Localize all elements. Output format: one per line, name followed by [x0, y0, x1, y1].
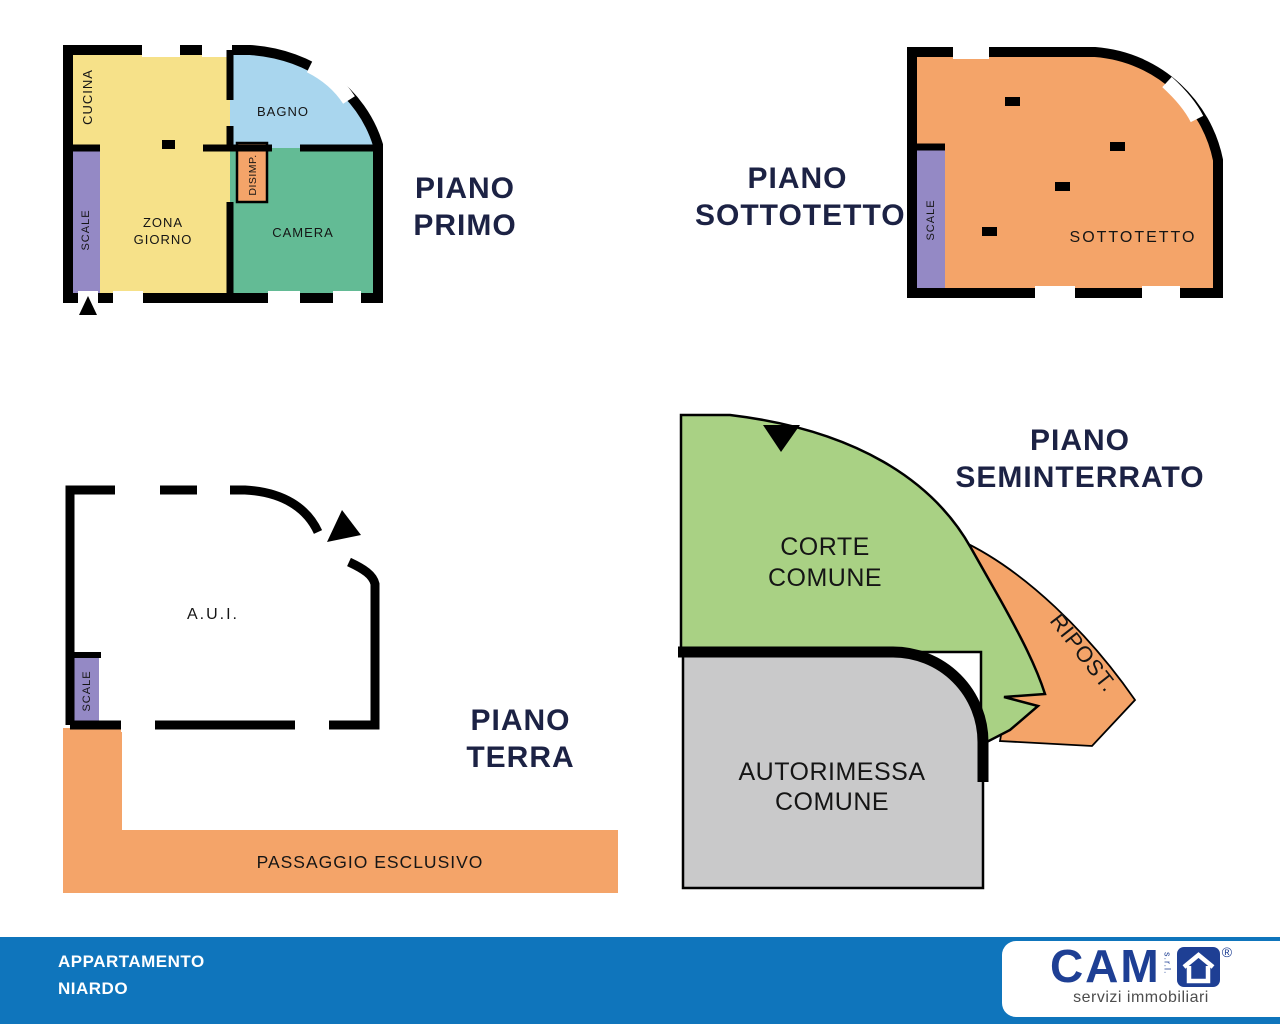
- title-piano-sottotetto: PIANO SOTTOTETTO: [695, 162, 906, 232]
- label-scale: SCALE: [81, 670, 93, 711]
- agency-logo-panel: CAM s.r.l. ® servizi immobiliari: [1002, 941, 1280, 1017]
- window-gap: [295, 718, 329, 732]
- room-scale: [70, 148, 100, 298]
- window-gap: [121, 718, 155, 732]
- window-gap: [1035, 286, 1075, 300]
- entrance-arrow-icon: [327, 510, 361, 542]
- title-piano-primo: PIANO PRIMO: [413, 172, 517, 242]
- garage-thick-wall: [678, 646, 989, 782]
- logo-cam-text: CAM: [1049, 940, 1161, 992]
- structural-pillar: [1110, 142, 1125, 151]
- registered-mark: ®: [1221, 944, 1233, 960]
- label-scale: SCALE: [80, 209, 92, 250]
- label-autorimessa-2: COMUNE: [775, 788, 889, 816]
- window-gap: [113, 291, 143, 305]
- entrance-marker-icon: [763, 425, 800, 452]
- window-gap: [333, 291, 361, 305]
- label-zona-giorno-2: GIORNO: [134, 232, 193, 247]
- floorplan-piano-sottotetto: SOTTOTETTO SCALE: [907, 45, 1223, 300]
- listing-caption: APPARTAMENTO NIARDO: [58, 948, 205, 1002]
- logo-tagline: servizi immobiliari: [1073, 989, 1209, 1006]
- label-passaggio: PASSAGGIO ESCLUSIVO: [257, 852, 484, 872]
- interior-walls: [66, 50, 378, 298]
- property-type: APPARTAMENTO: [58, 952, 205, 971]
- footer-bar: APPARTAMENTO NIARDO CAM s.r.l. ® servizi…: [0, 937, 1280, 1024]
- window-gap: [1162, 76, 1204, 123]
- window-gap: [1142, 286, 1180, 300]
- label-disimpegno: DISIMP.: [247, 154, 259, 195]
- floorplan-piano-terra: A.U.I. SCALE PASSAGGIO ESCLUSIVO: [63, 483, 618, 893]
- structural-pillar: [982, 227, 997, 236]
- label-bagno: BAGNO: [257, 104, 309, 119]
- title-piano-seminterrato: PIANO SEMINTERRATO: [955, 424, 1205, 494]
- label-corte-2: COMUNE: [768, 564, 882, 592]
- floorplan-piano-seminterrato: CORTE COMUNE AUTORIMESSA COMUNE RIPOST.: [678, 413, 1137, 890]
- window-gap: [142, 43, 180, 57]
- structural-pillar: [1005, 97, 1020, 106]
- label-zona-giorno-1: ZONA: [143, 215, 183, 230]
- label-sottotetto: SOTTOTETTO: [1070, 229, 1197, 246]
- window-gap: [115, 483, 160, 497]
- room-disimpegno: [235, 141, 269, 204]
- window-gap: [268, 291, 300, 305]
- structural-pillar: [1055, 182, 1070, 191]
- label-camera: CAMERA: [272, 225, 334, 240]
- window-gap: [953, 45, 989, 59]
- label-cucina: CUCINA: [80, 69, 95, 125]
- property-location: NIARDO: [58, 979, 129, 998]
- passaggio-esclusivo: [63, 728, 618, 893]
- window-gap: [202, 43, 232, 57]
- north-arrow-icon: [79, 296, 97, 315]
- label-autorimessa-1: AUTORIMESSA: [738, 758, 925, 786]
- window-gap: [306, 59, 355, 104]
- outer-wall: [65, 485, 323, 725]
- window-gap: [197, 483, 230, 497]
- corte-comune-area: [679, 413, 1047, 748]
- label-aui: A.U.I.: [187, 606, 239, 623]
- room-bagno: [230, 50, 378, 148]
- label-scale: SCALE: [925, 199, 937, 240]
- room-scale: [72, 658, 99, 721]
- floorplan-piano-primo: CUCINA BAGNO DISIMP. ZONA GIORNO CAMERA …: [63, 43, 383, 315]
- title-piano-terra: PIANO TERRA: [466, 704, 575, 774]
- label-corte-1: CORTE: [780, 533, 870, 561]
- room-scale: [915, 150, 945, 293]
- house-icon: [1176, 946, 1221, 988]
- outer-wall: [70, 557, 380, 730]
- logo-srl-text: s.r.l.: [1162, 952, 1173, 975]
- wall-pier: [162, 140, 175, 149]
